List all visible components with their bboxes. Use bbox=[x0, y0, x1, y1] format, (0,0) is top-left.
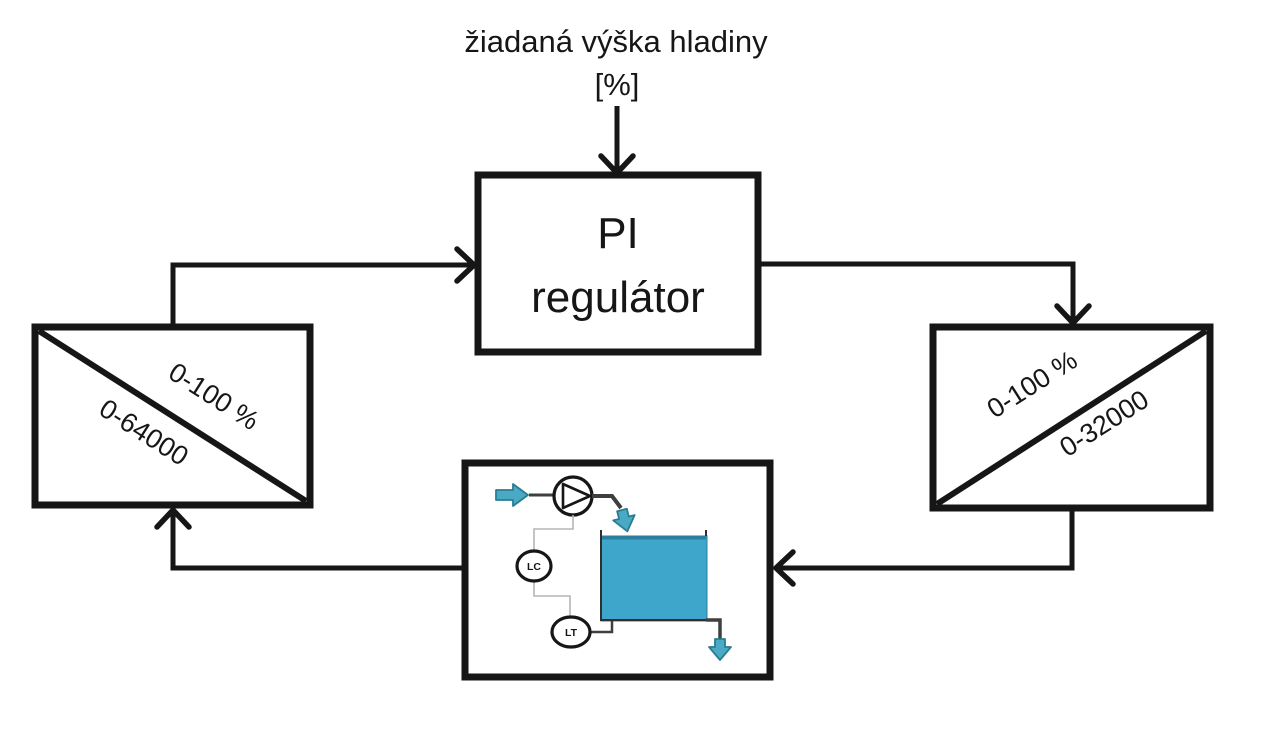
controller-to-output-converter-arrow bbox=[758, 261, 1092, 326]
pump-outlet-pipe bbox=[592, 494, 623, 510]
level-transmitter-icon: LT bbox=[550, 615, 592, 649]
inlet-flow-arrow-icon bbox=[495, 483, 529, 507]
setpoint-arrow bbox=[598, 106, 636, 176]
outlet-flow-arrow-icon bbox=[708, 638, 732, 661]
feedback-to-controller-arrow bbox=[170, 246, 477, 327]
pi-controller-box: PI regulátor bbox=[474, 171, 762, 356]
level-controller-icon: LC bbox=[515, 549, 553, 583]
level-transmitter-tag: LT bbox=[565, 627, 578, 639]
lc-to-lt-connector bbox=[533, 581, 571, 617]
setpoint-label: žiadaná výška hladiny bbox=[464, 24, 768, 59]
output-converter-box: 0-100 % 0-32000 bbox=[929, 323, 1214, 512]
lt-to-tank-connector bbox=[590, 621, 614, 634]
feedback-converter-box: 0-100 % 0-64000 bbox=[31, 323, 314, 509]
pi-controller-label-line2: regulátor bbox=[531, 273, 705, 322]
pi-controller-label-line1: PI bbox=[597, 209, 639, 258]
feedback-converter-diagonal bbox=[37, 328, 308, 504]
plant-box: LC LT bbox=[461, 459, 774, 681]
pump-icon bbox=[552, 475, 594, 517]
tank-outlet-pipe bbox=[706, 618, 722, 640]
output-converter-diagonal bbox=[935, 328, 1208, 507]
tank-inflow-arrow-icon bbox=[612, 507, 636, 533]
plant-to-feedback-converter-arrow bbox=[154, 507, 465, 571]
pump-to-lc-connector bbox=[533, 515, 574, 551]
water-tank bbox=[600, 530, 708, 622]
setpoint-unit-label: [%] bbox=[595, 67, 640, 102]
output-converter-to-plant-arrow bbox=[773, 508, 1075, 587]
level-controller-tag: LC bbox=[527, 561, 541, 573]
